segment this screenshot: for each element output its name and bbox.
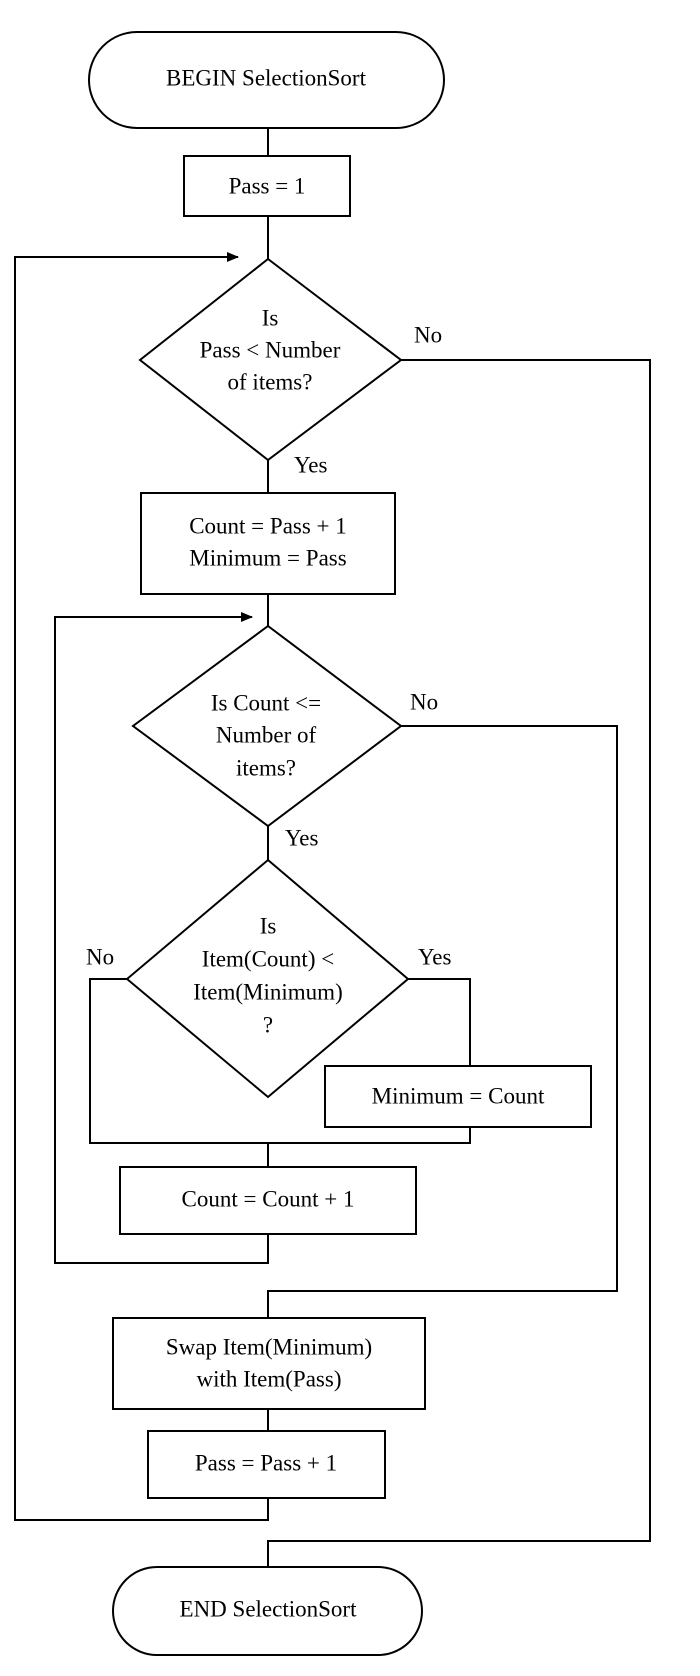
swap-line-2: with Item(Pass) (196, 1366, 341, 1391)
loop-back-inner (54, 612, 269, 1264)
connectors (14, 128, 651, 1567)
init-count-line-1: Count = Pass + 1 (189, 513, 347, 538)
count-check-no-label: No (410, 689, 438, 714)
increment-count-label: Count = Count + 1 (182, 1186, 355, 1211)
pass-check-no-label: No (414, 322, 442, 347)
connector-count-check-no (267, 725, 618, 1318)
pass-check-line-3: of items? (228, 369, 313, 394)
item-compare-line-3: Item(Minimum) (193, 979, 342, 1004)
item-compare-no-label: No (86, 944, 114, 969)
set-minimum-label: Minimum = Count (372, 1083, 545, 1108)
connector-compare-yes (408, 978, 471, 1066)
init-pass-process: Pass = 1 (183, 155, 351, 217)
count-check-line-3: items? (236, 755, 296, 780)
item-compare-yes-label: Yes (418, 944, 452, 969)
begin-terminal: BEGIN SelectionSort (88, 31, 445, 129)
set-minimum-process: Minimum = Count (324, 1065, 592, 1128)
count-check-line-2: Number of (216, 722, 317, 747)
init-pass-label: Pass = 1 (229, 173, 306, 198)
count-check-yes-label: Yes (285, 825, 319, 850)
item-compare-line-2: Item(Count) < (202, 946, 334, 971)
count-check-line-1: Is Count <= (211, 690, 321, 715)
end-terminal: END SelectionSort (112, 1566, 423, 1656)
item-compare-line-1: Is (260, 913, 277, 938)
increment-count-process: Count = Count + 1 (119, 1166, 417, 1235)
pass-check-yes-label: Yes (294, 452, 328, 477)
item-compare-line-4: ? (263, 1012, 273, 1037)
end-label: END SelectionSort (180, 1596, 358, 1621)
increment-pass-process: Pass = Pass + 1 (147, 1430, 386, 1499)
increment-pass-label: Pass = Pass + 1 (195, 1450, 337, 1475)
loop-back-outer (14, 252, 269, 1521)
init-count-line-2: Minimum = Pass (189, 545, 346, 570)
item-compare-decision: Is Item(Count) < Item(Minimum) ? (125, 858, 410, 1099)
pass-check-line-1: Is (262, 305, 279, 330)
connector-pass-check-no (267, 359, 651, 1567)
connector-compare-no (89, 978, 471, 1144)
init-count-process: Count = Pass + 1 Minimum = Pass (140, 492, 396, 595)
begin-label: BEGIN SelectionSort (166, 65, 367, 90)
pass-check-decision: Is Pass < Number of items? (138, 257, 403, 462)
swap-process: Swap Item(Minimum) with Item(Pass) (112, 1317, 426, 1410)
count-check-decision: Is Count <= Number of items? (131, 624, 403, 828)
pass-check-line-2: Pass < Number (200, 337, 341, 362)
swap-line-1: Swap Item(Minimum) (166, 1334, 372, 1359)
